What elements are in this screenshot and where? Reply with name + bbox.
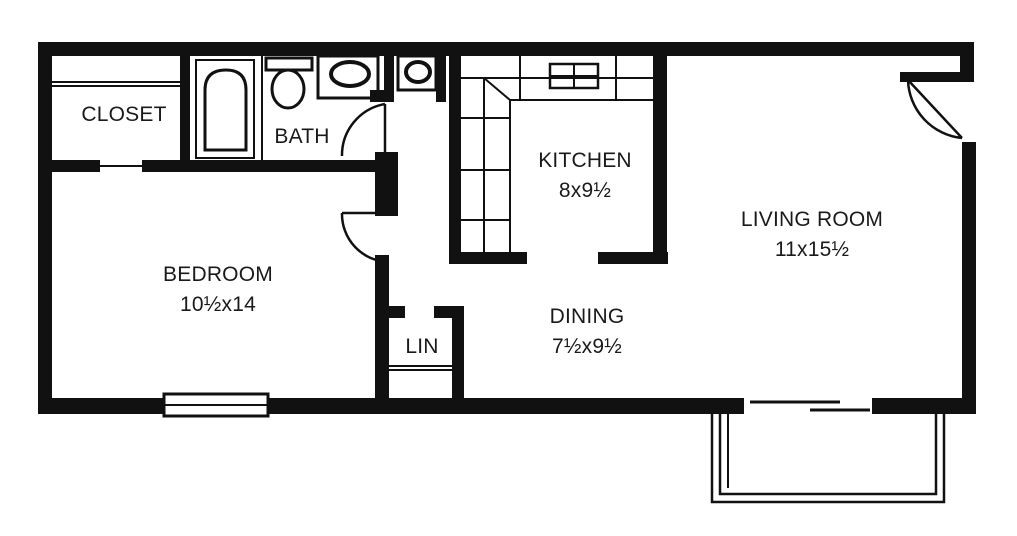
bath-name: BATH	[274, 125, 330, 148]
walls	[38, 42, 976, 414]
balcony-rail-inner	[718, 414, 938, 496]
wall-closet-bedroom-b	[142, 160, 398, 172]
toilet-tank	[264, 56, 314, 72]
wall-right-lower	[962, 142, 976, 414]
linen-name: LIN	[405, 335, 439, 358]
wall-bottom-right	[872, 398, 976, 414]
wall-kitchen-south-a	[449, 252, 527, 264]
toilet-bowl	[270, 68, 306, 110]
bathtub-outline	[195, 59, 255, 159]
wall-top	[38, 42, 974, 56]
wall-kitchen-east	[653, 42, 667, 264]
living-room-label: LIVING ROOM 11x15½	[741, 205, 883, 265]
entry-door-swing	[906, 79, 963, 140]
wall-linen-top-a	[389, 306, 405, 318]
fixtures	[52, 54, 963, 504]
wall-bedroom-east	[375, 255, 389, 414]
dining-label: DINING 7½x9½	[550, 302, 625, 362]
wall-kitchen-west-upper	[436, 42, 446, 102]
dining-dims: 7½x9½	[552, 335, 622, 358]
bathtub-basin	[203, 68, 248, 152]
bedroom-dims: 10½x14	[180, 293, 256, 316]
wall-closet-bath	[180, 42, 190, 167]
kitchen-name: KITCHEN	[538, 149, 632, 172]
wall-bath-sink-divider	[384, 42, 394, 102]
living-room-dims: 11x15½	[774, 238, 850, 261]
bedroom-label: BEDROOM 10½x14	[163, 260, 273, 320]
bedroom-name: BEDROOM	[163, 263, 273, 286]
wall-linen-east	[452, 306, 464, 414]
bedroom-door-swing	[340, 211, 389, 264]
wall-entry-stub	[900, 72, 974, 82]
balcony-rail-outer	[710, 414, 946, 504]
wall-bottom-left	[38, 398, 164, 414]
wall-kitchen-south-b	[598, 252, 668, 264]
kitchen-label: KITCHEN 8x9½	[538, 146, 632, 206]
wall-kitchen-west	[449, 56, 461, 264]
kitchen-dims: 8x9½	[558, 179, 612, 202]
fixture-fills	[404, 60, 432, 84]
living-room-name: LIVING ROOM	[740, 208, 884, 231]
bath-label: BATH	[274, 122, 329, 152]
water-heater-tank	[404, 60, 432, 84]
dining-name: DINING	[549, 305, 625, 328]
linen-label: LIN	[405, 332, 438, 362]
closet-label: CLOSET	[81, 100, 166, 130]
bath-sink-basin	[329, 60, 371, 88]
wall-bath-south	[375, 152, 398, 216]
water-heater-box	[396, 54, 438, 92]
closet-name: CLOSET	[81, 103, 167, 126]
bath-sink-counter	[316, 54, 380, 100]
kitchen-counter-corner	[483, 77, 511, 101]
wall-right-upper	[960, 42, 974, 78]
wall-bottom-mid	[268, 398, 744, 414]
bath-door-swing	[340, 102, 387, 157]
wall-closet-bedroom-a	[38, 160, 100, 172]
wall-left	[38, 42, 52, 414]
